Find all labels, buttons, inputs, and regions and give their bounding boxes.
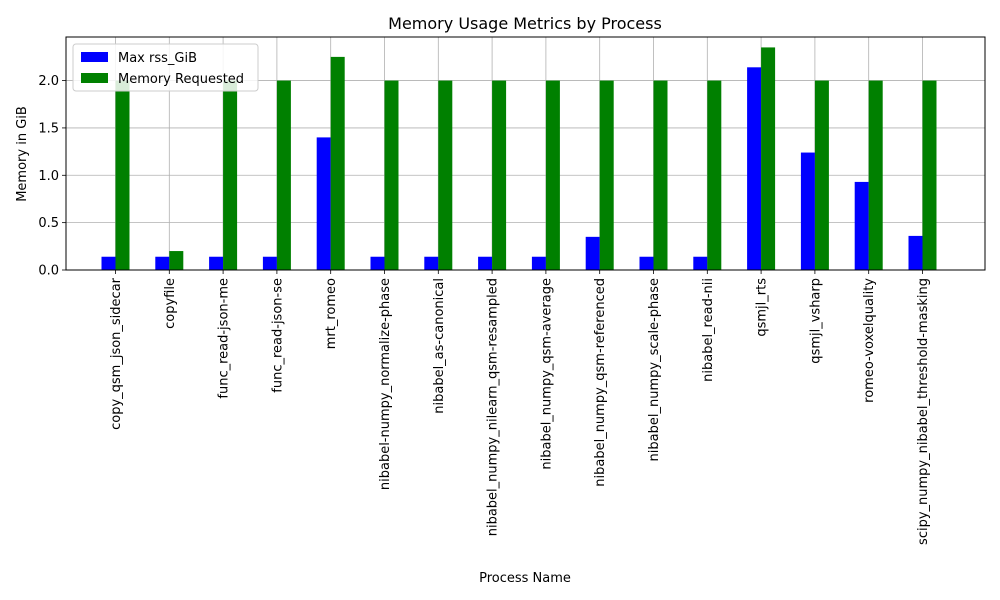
bar-memory-requested <box>223 80 238 270</box>
bar-max-rss <box>639 256 654 270</box>
x-tick-label: nibabel_numpy_qsm-referenced <box>593 278 608 487</box>
bar-memory-requested <box>707 80 722 270</box>
legend-swatch <box>81 52 108 62</box>
bar-max-rss <box>101 256 116 270</box>
bar-memory-requested <box>922 80 937 270</box>
bar-memory-requested <box>276 80 291 270</box>
legend-swatch <box>81 73 108 83</box>
y-tick-label: 1.0 <box>38 169 59 184</box>
bar-max-rss <box>585 236 600 270</box>
bar-memory-requested <box>492 80 507 270</box>
x-tick-label: nibabel_numpy_qsm-average <box>539 278 554 470</box>
bar-max-rss <box>262 256 277 270</box>
x-tick-label: nibabel-numpy_normalize-phase <box>378 278 393 490</box>
y-tick-label: 2.0 <box>38 74 59 89</box>
bar-max-rss <box>316 137 331 270</box>
bar-memory-requested <box>438 80 453 270</box>
bar-memory-requested <box>761 47 776 270</box>
bar-memory-requested <box>330 56 345 270</box>
x-tick-label: func_read-json-se <box>270 278 285 393</box>
bar-memory-requested <box>653 80 668 270</box>
x-tick-label: copy_qsm_json_sidecar <box>109 277 124 430</box>
x-tick-label: nibabel_as-canonical <box>432 278 447 414</box>
x-tick-label: nibabel_numpy_scale-phase <box>647 278 662 461</box>
bar-max-rss <box>424 256 439 270</box>
x-tick-label: nibabel_numpy_nilearn_qsm-resampled <box>486 278 501 536</box>
legend-box <box>72 43 259 92</box>
bars <box>101 47 937 270</box>
bar-memory-requested <box>115 80 130 270</box>
x-tick-label: qsmjl_vsharp <box>808 278 823 364</box>
bar-memory-requested <box>545 80 560 270</box>
x-tick-label: mrt_romeo <box>324 278 339 349</box>
bar-max-rss <box>747 67 762 270</box>
bar-max-rss <box>908 235 923 270</box>
bar-memory-requested <box>814 80 829 270</box>
chart-title: Memory Usage Metrics by Process <box>388 14 662 33</box>
x-tick-label: scipy_numpy_nibabel_threshold-masking <box>916 278 931 545</box>
y-tick-label: 0.5 <box>38 216 59 231</box>
plot-frame <box>65 36 986 271</box>
y-tick-label: 0.0 <box>38 264 59 279</box>
bar-memory-requested <box>599 80 614 270</box>
x-tick-label: func_read-json-me <box>217 278 232 399</box>
bar-max-rss <box>854 181 869 270</box>
x-axis-label: Process Name <box>479 571 571 586</box>
x-tick-label: nibabel_read-nii <box>701 278 716 382</box>
bar-max-rss <box>209 256 224 270</box>
legend-label: Memory Requested <box>118 72 244 87</box>
legend: Max rss_GiB Memory Requested <box>72 43 259 92</box>
x-tick-label: copyfile <box>163 278 178 329</box>
y-tick-label: 1.5 <box>38 121 59 136</box>
bar-max-rss <box>478 256 493 270</box>
y-axis-label: Memory in GiB <box>15 106 30 202</box>
bar-memory-requested <box>384 80 399 270</box>
axis-ticks: 0.0 0.5 1.0 1.5 2.0 copy_qsm_json_sidecar copy… <box>38 74 931 545</box>
x-tick-label: qsmjl_rts <box>755 278 770 337</box>
bar-max-rss <box>800 152 815 270</box>
legend-label: Max rss_GiB <box>118 51 197 66</box>
bar-max-rss <box>531 256 546 270</box>
bar-max-rss <box>155 256 170 270</box>
x-tick-label: romeo-voxelquality <box>862 278 877 403</box>
bar-memory-requested <box>169 251 184 270</box>
bar-max-rss <box>370 256 385 270</box>
bar-memory-requested <box>868 80 883 270</box>
bar-max-rss <box>693 256 708 270</box>
